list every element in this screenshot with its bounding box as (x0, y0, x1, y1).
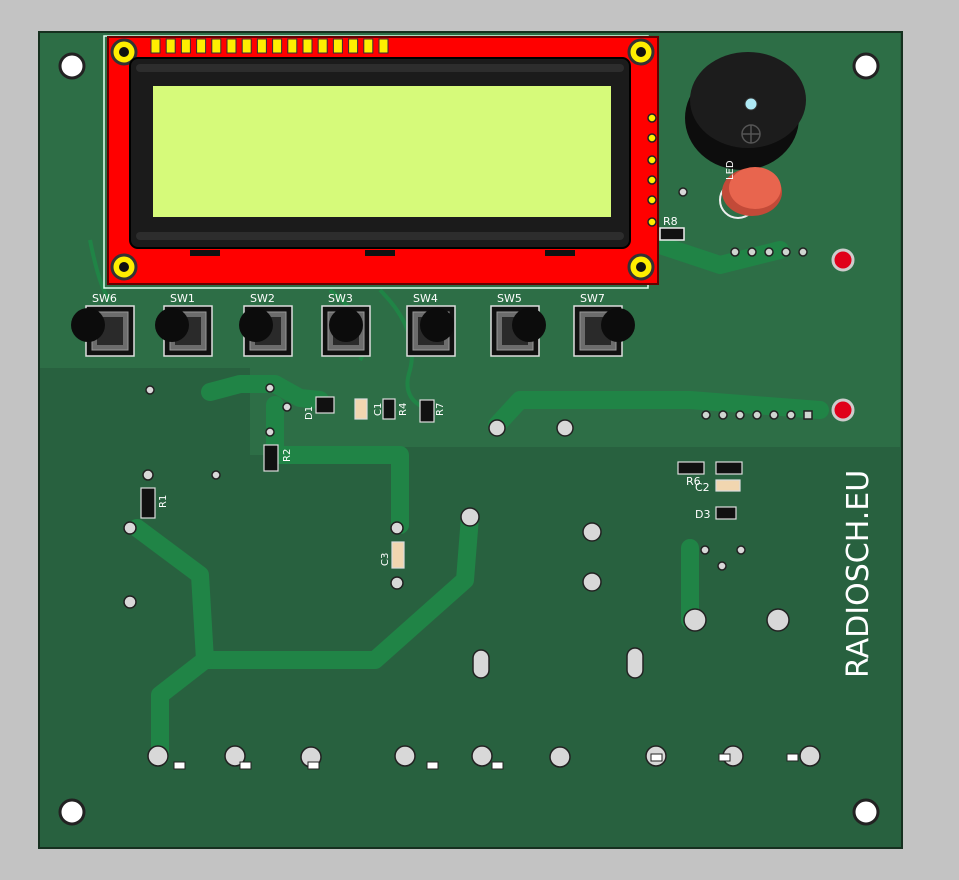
r7-label: R7 (435, 403, 446, 416)
mounting-hole-bottom-left (58, 798, 86, 826)
r8-label: R8 (663, 215, 678, 228)
buzzer (685, 52, 806, 170)
switch-label: SW3 (328, 292, 353, 305)
led: LED (719, 160, 782, 219)
indicator-light-top (831, 248, 855, 272)
r1-label: R1 (158, 495, 169, 508)
c2-label: C2 (695, 481, 710, 494)
switch-sw4[interactable]: SW4 (406, 292, 456, 357)
lcd-screen (153, 86, 611, 217)
switch-row: SW6 SW1 SW2 SW3 SW4 SW5 SW7 (71, 292, 635, 357)
through-hole-pads (123, 187, 821, 768)
switch-sw7[interactable]: SW7 (573, 292, 635, 357)
r6-label: R6 (686, 475, 701, 488)
c1-label: C1 (373, 403, 384, 416)
pushbutton-icon[interactable] (601, 308, 635, 342)
switch-label: SW6 (92, 292, 117, 305)
mounting-hole-top-left (58, 52, 86, 80)
switch-sw5[interactable]: SW5 (490, 292, 546, 357)
d1-label: D1 (304, 406, 315, 420)
lcd-module (107, 36, 659, 285)
c3-label: C3 (380, 553, 391, 566)
switch-label: SW4 (413, 292, 438, 305)
lcd-header-pins (150, 38, 389, 54)
led-label: LED (725, 160, 736, 180)
switch-sw3[interactable]: SW3 (321, 292, 371, 357)
header-pads-mid (701, 410, 813, 420)
header-pads-top (730, 247, 808, 257)
mounting-hole-top-right (852, 52, 880, 80)
r2-label: R2 (282, 449, 293, 462)
pushbutton-icon[interactable] (512, 308, 546, 342)
switch-label: SW2 (250, 292, 275, 305)
switch-label: SW1 (170, 292, 195, 305)
mounting-hole-bottom-right (852, 798, 880, 826)
pushbutton-icon[interactable] (329, 308, 363, 342)
mounting-holes (58, 52, 880, 826)
switch-sw2[interactable]: SW2 (239, 292, 293, 357)
pushbutton-icon[interactable] (71, 308, 105, 342)
pushbutton-icon[interactable] (239, 308, 273, 342)
traces (128, 236, 829, 766)
r4-label: R4 (398, 403, 409, 416)
switch-sw1[interactable]: SW1 (155, 292, 213, 357)
switch-label: SW5 (497, 292, 522, 305)
switch-sw6[interactable]: SW6 (71, 292, 135, 357)
brand-label: RADIOSCH.EU (841, 470, 876, 678)
d3-label: D3 (695, 508, 710, 521)
smd-parts: D1 C1 R4 R7 R2 R1 C3 R6 C2 D3 (140, 396, 743, 569)
pushbutton-icon[interactable] (420, 308, 454, 342)
pushbutton-icon[interactable] (155, 308, 189, 342)
indicator-light-mid (831, 398, 855, 422)
switch-label: SW7 (580, 292, 605, 305)
